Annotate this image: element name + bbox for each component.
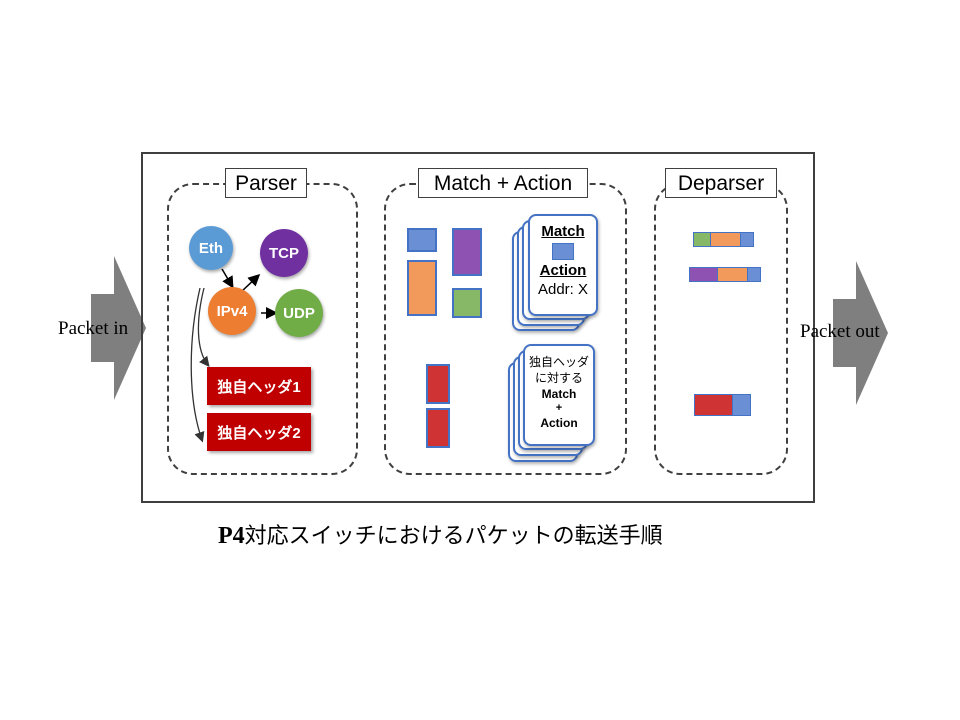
p4-switch-frame (141, 152, 815, 503)
segment-green (694, 233, 711, 246)
table-card-key-block (552, 243, 574, 260)
node-udp-label: UDP (283, 304, 315, 322)
match-action-title: Match + Action (418, 168, 588, 198)
custom-card-line3: Match (541, 387, 577, 401)
node-eth: Eth (189, 226, 233, 270)
segment-red (695, 395, 733, 415)
arrow-to-custom2 (190, 287, 205, 443)
packet-out-label: Packet out (800, 321, 880, 342)
segment-blue (741, 233, 753, 246)
node-ipv4: IPv4 (208, 287, 256, 335)
packet-in-label: Packet in (58, 318, 129, 339)
custom-header-1: 独自ヘッダ1 (207, 367, 311, 405)
custom-card: 独自ヘッダ に対する Match + Action (523, 344, 595, 446)
custom-header-1-label: 独自ヘッダ1 (217, 378, 301, 396)
header-block-orange (407, 260, 437, 316)
table-card-action: Action (539, 262, 587, 279)
custom-card-line1: 独自ヘッダ (528, 355, 589, 369)
caption-prefix: P4 (218, 523, 245, 549)
node-tcp: TCP (260, 229, 308, 277)
header-block-red-1 (426, 364, 450, 404)
custom-card-line4: + (555, 402, 563, 414)
header-block-green (452, 288, 482, 318)
caption-text: 対応スイッチにおけるパケットの転送手順 (244, 524, 663, 549)
segment-orange (711, 233, 741, 246)
custom-card-line2: に対する (534, 371, 583, 385)
deparsed-packet-1 (693, 232, 754, 247)
deparsed-packet-3 (694, 394, 751, 416)
arrow-to-custom1 (197, 287, 210, 368)
segment-purple (690, 268, 718, 281)
custom-header-2: 独自ヘッダ2 (207, 413, 311, 451)
node-udp: UDP (275, 289, 323, 337)
figure-caption: P4対応スイッチにおけるパケットの転送手順 (218, 518, 663, 550)
node-ipv4-label: IPv4 (216, 302, 248, 320)
segment-orange (718, 268, 748, 281)
header-block-purple (452, 228, 482, 276)
packet-in-arrow (91, 256, 146, 400)
custom-header-2-label: 独自ヘッダ2 (217, 424, 301, 442)
segment-blue (733, 395, 750, 415)
packet-out-arrow (833, 261, 888, 405)
deparser-title: Deparser (665, 168, 777, 198)
node-tcp-label: TCP (269, 244, 299, 262)
header-block-blue (407, 228, 437, 252)
node-eth-label: Eth (198, 239, 224, 257)
custom-card-line5: Action (540, 416, 578, 430)
deparser-section (654, 183, 788, 475)
header-block-red-2 (426, 408, 450, 448)
table-card-addr: Addr: X (537, 281, 589, 298)
table-card: Match Action Addr: X (528, 214, 598, 316)
table-card-match: Match (541, 223, 585, 240)
segment-blue (748, 268, 760, 281)
deparsed-packet-2 (689, 267, 761, 282)
arrow-eth-ipv4 (221, 268, 234, 289)
parser-title: Parser (225, 168, 307, 198)
